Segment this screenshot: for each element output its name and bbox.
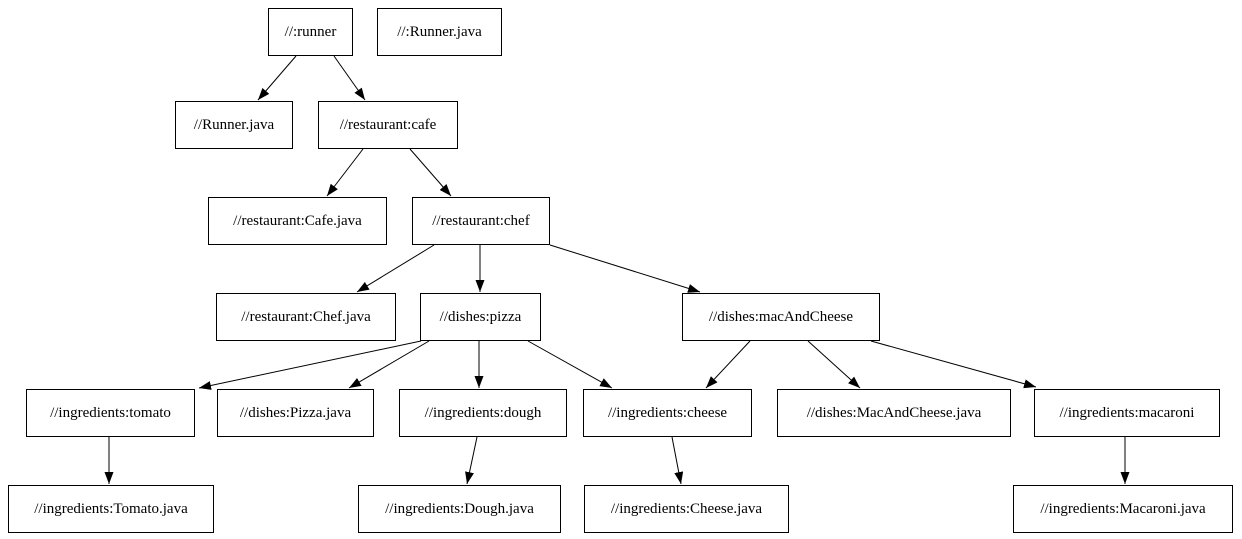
graph-node-chef_java: //restaurant:Chef.java: [216, 293, 396, 341]
graph-node-pizza: //dishes:pizza: [420, 293, 541, 341]
graph-node-dough_java: //ingredients:Dough.java: [358, 485, 561, 533]
edge-chef-to-chef_java: [356, 244, 435, 293]
graph-node-pizza_java: //dishes:Pizza.java: [217, 389, 374, 437]
edge-mac_and_cheese-to-cheese: [705, 340, 751, 389]
graph-node-cheese: //ingredients:cheese: [583, 389, 752, 437]
graph-node-tomato: //ingredients:tomato: [26, 389, 195, 437]
edge-mac_and_cheese-to-macaroni: [870, 340, 1037, 389]
edge-chef-to-mac_and_cheese: [549, 244, 701, 293]
graph-node-runner: //:runner: [268, 8, 353, 56]
graph-node-runner_java_root: //:Runner.java: [377, 8, 502, 56]
graph-node-chef: //restaurant:chef: [412, 197, 550, 245]
edge-pizza-to-cheese: [527, 340, 613, 389]
edge-runner-to-runner_java: [257, 55, 297, 101]
edge-mac_and_cheese-to-mac_and_cheese_java: [807, 340, 861, 389]
graph-node-cheese_java: //ingredients:Cheese.java: [584, 485, 789, 533]
edge-runner-to-cafe: [333, 55, 366, 101]
edge-cheese-to-cheese_java: [671, 436, 684, 485]
graph-node-runner_java: //Runner.java: [175, 101, 293, 149]
graph-node-macaroni_java: //ingredients:Macaroni.java: [1013, 485, 1233, 533]
graph-node-cafe_java: //restaurant:Cafe.java: [208, 197, 387, 245]
edge-cafe-to-chef: [409, 148, 452, 197]
graph-node-mac_and_cheese: //dishes:macAndCheese: [682, 293, 880, 341]
graph-node-dough: //ingredients:dough: [399, 389, 567, 437]
graph-node-tomato_java: //ingredients:Tomato.java: [8, 485, 214, 533]
graph-node-macaroni: //ingredients:macaroni: [1034, 389, 1220, 437]
graph-node-mac_and_cheese_java: //dishes:MacAndCheese.java: [777, 389, 1011, 437]
graph-node-cafe: //restaurant:cafe: [318, 101, 458, 149]
edge-dough-to-dough_java: [465, 436, 478, 485]
edge-pizza-to-tomato: [198, 340, 422, 390]
edge-cafe-to-cafe_java: [326, 148, 364, 197]
edge-pizza-to-pizza_java: [348, 340, 430, 389]
